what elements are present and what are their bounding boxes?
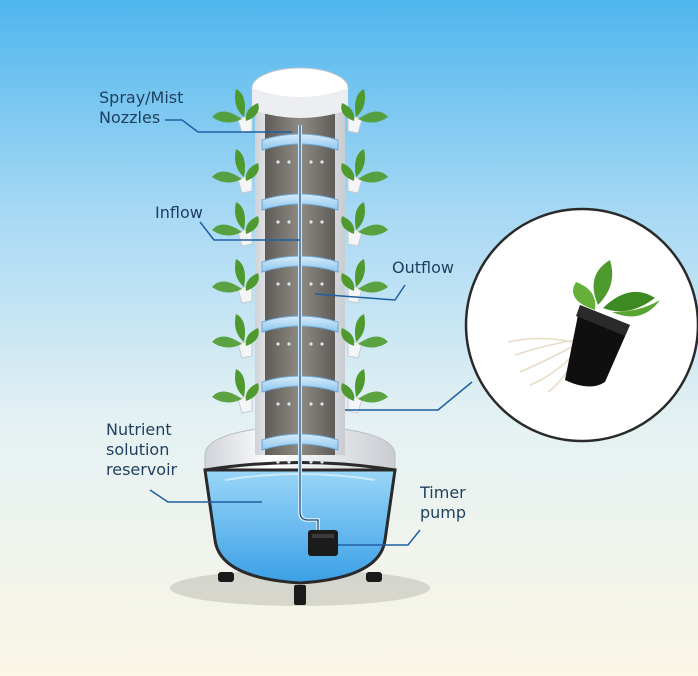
leader-inflow [199, 221, 300, 241]
mist-dot [309, 402, 313, 406]
mist-dot [320, 460, 324, 464]
plant-pocket [341, 149, 388, 194]
mist-dot [320, 342, 324, 346]
mist-dot [276, 402, 280, 406]
plant-pocket [341, 202, 388, 247]
mist-dot [287, 402, 291, 406]
detail-leaves [573, 260, 660, 317]
label-pump-line1: Timer [420, 483, 466, 502]
net-pot-detail [464, 207, 698, 443]
plant-pocket [212, 369, 259, 414]
roots [507, 337, 581, 393]
mist-dot [320, 160, 324, 164]
label-spray-line1: Spray/Mist [99, 88, 184, 107]
label-nutrient-reservoir: Nutrient solution reservoir [106, 420, 177, 480]
label-pump-line2: pump [420, 503, 467, 522]
plant-pocket [212, 89, 259, 134]
mist-dot [309, 282, 313, 286]
plant-pocket [212, 202, 259, 247]
mist-dot [276, 160, 280, 164]
mist-dot [287, 220, 291, 224]
mist-dot [309, 460, 313, 464]
mist-dot [276, 342, 280, 346]
mist-dot [276, 220, 280, 224]
label-outflow: Outflow [392, 258, 454, 277]
mist-dot [287, 160, 291, 164]
reservoir [203, 424, 397, 605]
mist-dot [309, 220, 313, 224]
leader-outflow [314, 284, 406, 301]
plant-pocket [341, 314, 388, 359]
plant-pocket [341, 89, 388, 134]
plant-pocket [341, 259, 388, 304]
plant-pocket [212, 314, 259, 359]
leader-reservoir [149, 489, 262, 503]
mist-dot [320, 282, 324, 286]
plant-pocket [212, 259, 259, 304]
mist-dot [287, 342, 291, 346]
mist-dot [320, 220, 324, 224]
label-reservoir-line1: Nutrient [106, 420, 172, 439]
leader-lines [149, 119, 473, 546]
label-spray-mist-nozzles: Spray/Mist Nozzles [99, 88, 183, 128]
label-timer-pump: Timer pump [420, 483, 466, 523]
mist-dot [287, 460, 291, 464]
timer-pump [308, 530, 338, 556]
label-reservoir-line3: reservoir [106, 460, 178, 479]
label-reservoir-line2: solution [106, 440, 170, 459]
plant-pocket [341, 369, 388, 414]
mist-dot [320, 402, 324, 406]
mist-dot [309, 160, 313, 164]
tower-plants [212, 89, 388, 414]
label-spray-line2: Nozzles [99, 108, 161, 127]
mist-dot [287, 282, 291, 286]
mist-dot [276, 282, 280, 286]
mist-dot [309, 342, 313, 346]
label-inflow: Inflow [155, 203, 203, 222]
mist-dot [276, 460, 280, 464]
leader-spray [165, 119, 292, 133]
leader-zoom [345, 381, 473, 411]
plant-pocket [212, 149, 259, 194]
leader-pump [338, 529, 421, 546]
